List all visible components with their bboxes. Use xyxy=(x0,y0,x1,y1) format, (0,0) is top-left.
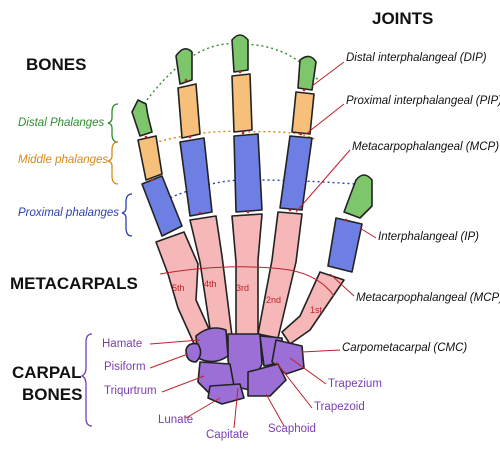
pip-label: Proximal interphalangeal (PIP) xyxy=(346,95,500,107)
hamate-bone xyxy=(195,327,229,363)
capitate-label: Capitate xyxy=(206,429,249,441)
finger-2nd xyxy=(257,55,317,339)
distal-bracket xyxy=(107,103,119,143)
metacarpals-heading: METACARPALS xyxy=(10,274,138,293)
middle-bracket xyxy=(107,141,119,185)
metacarpal-3rd xyxy=(231,213,263,339)
middle-phalanges-label: Middle phalanges xyxy=(18,154,109,166)
joint-markers xyxy=(144,70,348,222)
pip-joint-arc xyxy=(139,130,317,148)
distal-phalanx-thumb xyxy=(343,174,373,219)
trapezoid-label: Trapezoid xyxy=(314,401,365,413)
distal-phalanx-5th xyxy=(131,99,153,137)
carpal-bones xyxy=(185,327,305,405)
proximal-phalanx-4th xyxy=(179,137,213,217)
middle-phalanx-4th xyxy=(177,83,201,139)
distal-phalanx-4th xyxy=(175,48,193,85)
carpal-bracket xyxy=(80,333,93,427)
hamate-label: Hamate xyxy=(102,338,143,350)
trapezium-label: Trapezium xyxy=(328,378,382,390)
scaphoid-label: Scaphoid xyxy=(268,423,316,435)
mcp-joint-arc xyxy=(151,179,356,207)
metacarpal-4th-number: 4th xyxy=(204,279,217,289)
lunate-bone xyxy=(207,383,245,405)
triquetrum-label: Triqurtrum xyxy=(104,385,157,397)
mcp-label: Metacarpophalangeal (MCP) xyxy=(352,141,500,153)
proximal-phalanx-3rd xyxy=(233,133,263,213)
finger-3rd xyxy=(231,34,263,339)
phalanges-brackets xyxy=(80,103,133,427)
finger-5th xyxy=(131,99,215,349)
metacarpal-arc xyxy=(159,266,335,297)
metacarpal-2nd-number: 2nd xyxy=(266,295,282,305)
mcp-thumb-label: Metacarpophalangeal (MCP) xyxy=(356,292,500,304)
metacarpal-3rd-number: 3rd xyxy=(236,283,250,293)
dip-label: Distal interphalangeal (DIP) xyxy=(346,52,487,64)
proximal-bracket xyxy=(121,193,133,237)
cmc-label: Carpometacarpal (CMC) xyxy=(342,342,468,354)
trapezium-bone xyxy=(271,339,305,375)
metacarpal-5th-number: 5th xyxy=(172,283,185,293)
proximal-phalanx-5th xyxy=(141,175,183,237)
proximal-phalanx-2nd xyxy=(279,135,313,211)
finger-4th xyxy=(175,48,233,343)
ip-label: Interphalangeal (IP) xyxy=(378,231,480,243)
carpal-heading-line1: CARPAL xyxy=(12,363,82,382)
distal-phalanx-3rd xyxy=(231,34,249,73)
dip-joint-arc xyxy=(137,42,319,113)
joints-heading: JOINTS xyxy=(372,9,434,28)
bones-heading: BONES xyxy=(26,55,87,74)
joint-leader-lines xyxy=(295,61,377,353)
pisiform-label: Pisiform xyxy=(104,361,146,373)
proximal-phalanges-label: Proximal phalanges xyxy=(18,207,120,219)
middle-phalanx-2nd xyxy=(291,91,315,135)
metacarpal-1st-number: 1st xyxy=(310,305,323,315)
distal-phalanges-label: Distal Phalanges xyxy=(18,117,105,129)
middle-phalanx-3rd xyxy=(231,73,253,133)
scaphoid-bone xyxy=(247,363,287,397)
carpal-heading-line2: BONES xyxy=(22,385,83,404)
middle-phalanx-5th xyxy=(137,135,163,181)
lunate-label: Lunate xyxy=(158,414,194,426)
pisiform-bone xyxy=(185,342,202,363)
proximal-phalanx-thumb xyxy=(327,217,363,273)
carpal-leader-lines xyxy=(149,339,327,429)
